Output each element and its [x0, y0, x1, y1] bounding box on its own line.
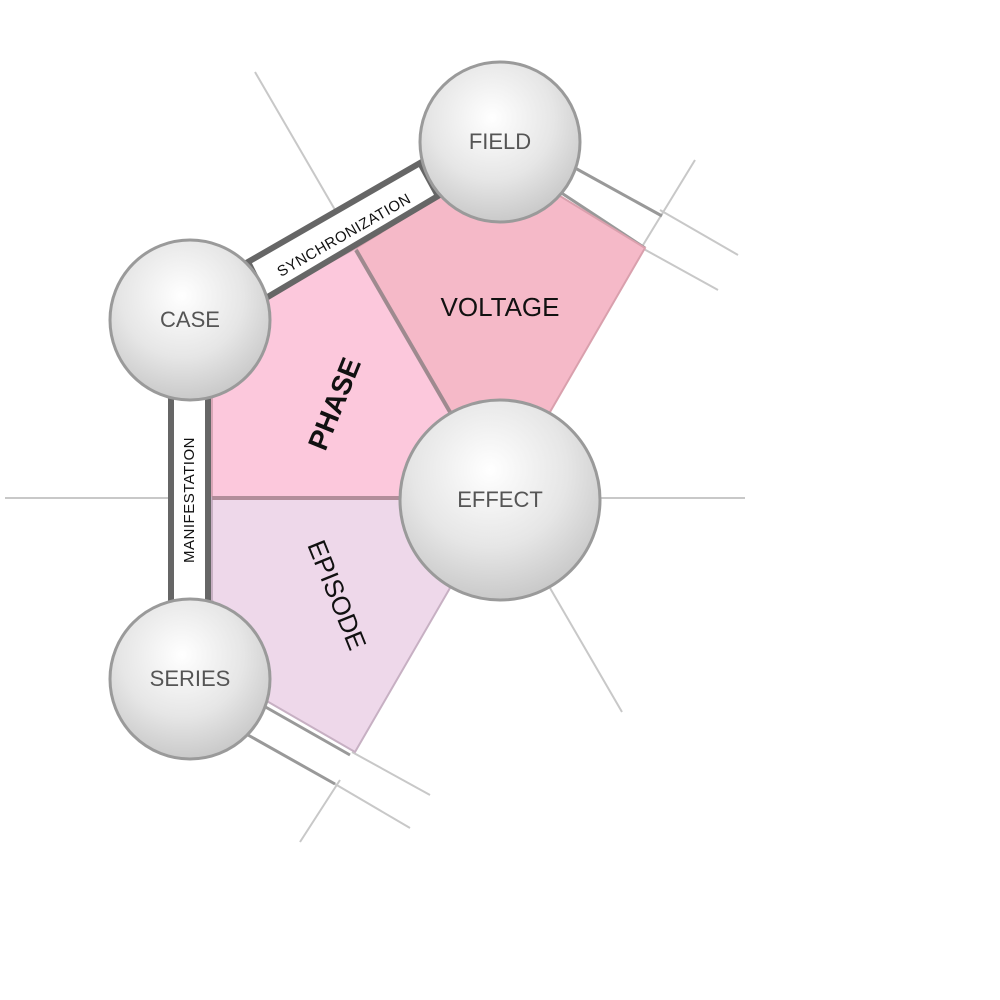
guide-line — [641, 247, 719, 291]
series-node[interactable]: SERIES — [108, 597, 272, 761]
series-label: SERIES — [150, 666, 231, 691]
effect-node[interactable]: EFFECT — [398, 398, 602, 602]
case-node[interactable]: CASE — [108, 238, 272, 402]
guide-line — [299, 779, 341, 843]
manifestation-label: MANIFESTATION — [181, 437, 198, 563]
voltage-label: VOLTAGE — [441, 292, 560, 322]
series-connector — [247, 703, 351, 786]
field-node[interactable]: FIELD — [418, 60, 582, 224]
guide-lines — [5, 71, 745, 843]
guide-line — [549, 587, 623, 713]
case-label: CASE — [160, 307, 220, 332]
guide-line — [254, 71, 339, 216]
field-label: FIELD — [469, 129, 531, 154]
manifestation-link[interactable]: MANIFESTATION — [168, 392, 211, 608]
guide-line — [334, 783, 411, 829]
guide-line — [659, 209, 739, 256]
effect-label: EFFECT — [457, 487, 543, 512]
region-borders — [354, 248, 452, 414]
guide-line — [639, 159, 696, 251]
guide-line — [351, 751, 431, 796]
